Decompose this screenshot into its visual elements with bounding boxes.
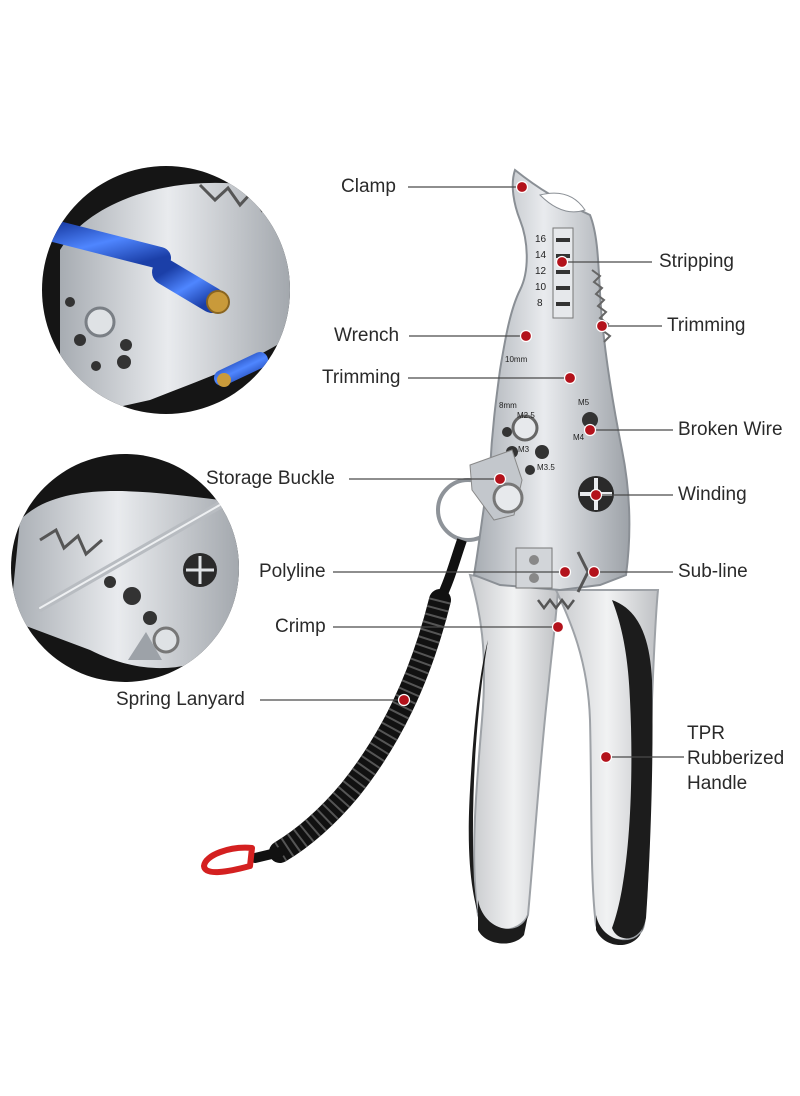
marker-polyline [558,565,572,579]
gauge-8: 8 [537,298,543,309]
marker-crimp [551,620,565,634]
marker-trimming-left [563,371,577,385]
mark-m3: M3 [518,445,530,454]
mark-m5: M5 [578,398,590,407]
marker-tpr-handle [599,750,613,764]
gauge-scale: 16 14 12 10 8 [535,234,547,309]
label-spring-lanyard: Spring Lanyard [116,689,245,710]
gauge-14: 14 [535,250,547,261]
label-crimp: Crimp [275,616,326,637]
marker-sub-line [587,565,601,579]
marker-spring-lanyard [397,693,411,707]
inset-winding-closeup [11,454,239,682]
label-storage-buckle: Storage Buckle [206,468,335,489]
label-clamp: Clamp [341,176,396,197]
marker-trimming-right [595,319,609,333]
label-trimming-right: Trimming [667,315,746,336]
label-stripping: Stripping [659,251,734,272]
spring-lanyard [201,478,500,875]
mark-m3-5: M3.5 [537,463,555,472]
marker-wrench [519,329,533,343]
gauge-10: 10 [535,282,547,293]
leader-lines [260,186,684,758]
gauge-16: 16 [535,234,547,245]
label-winding: Winding [678,484,747,505]
gauge-12: 12 [535,266,547,277]
marker-storage-buckle [493,472,507,486]
mark-10mm: 10mm [505,355,528,364]
mark-m4: M4 [573,433,585,442]
mark-8mm: 8mm [499,401,517,410]
label-tpr-line2: Rubberized [687,748,785,769]
mark-m2-5: M2.5 [517,411,535,420]
label-sub-line: Sub-line [678,561,748,582]
marker-stripping [555,255,569,269]
label-tpr-handle: TPR Rubberized Handle [687,721,784,796]
inset-stripping-closeup [42,166,290,414]
wire-stripper-pliers-icon [468,168,660,946]
label-trimming-left: Trimming [322,367,401,388]
label-tpr-line3: Handle [687,773,748,794]
label-broken-wire: Broken Wire [678,419,783,440]
marker-broken-wire [583,423,597,437]
label-tpr-line1: TPR [687,723,725,744]
label-polyline: Polyline [259,561,326,582]
tool-size-marks: 10mm 8mm M2.5 M3 M3.5 M4 M5 [499,355,590,472]
marker-clamp [515,180,529,194]
label-wrench: Wrench [334,325,400,346]
marker-winding [589,488,603,502]
callout-markers [397,180,613,764]
